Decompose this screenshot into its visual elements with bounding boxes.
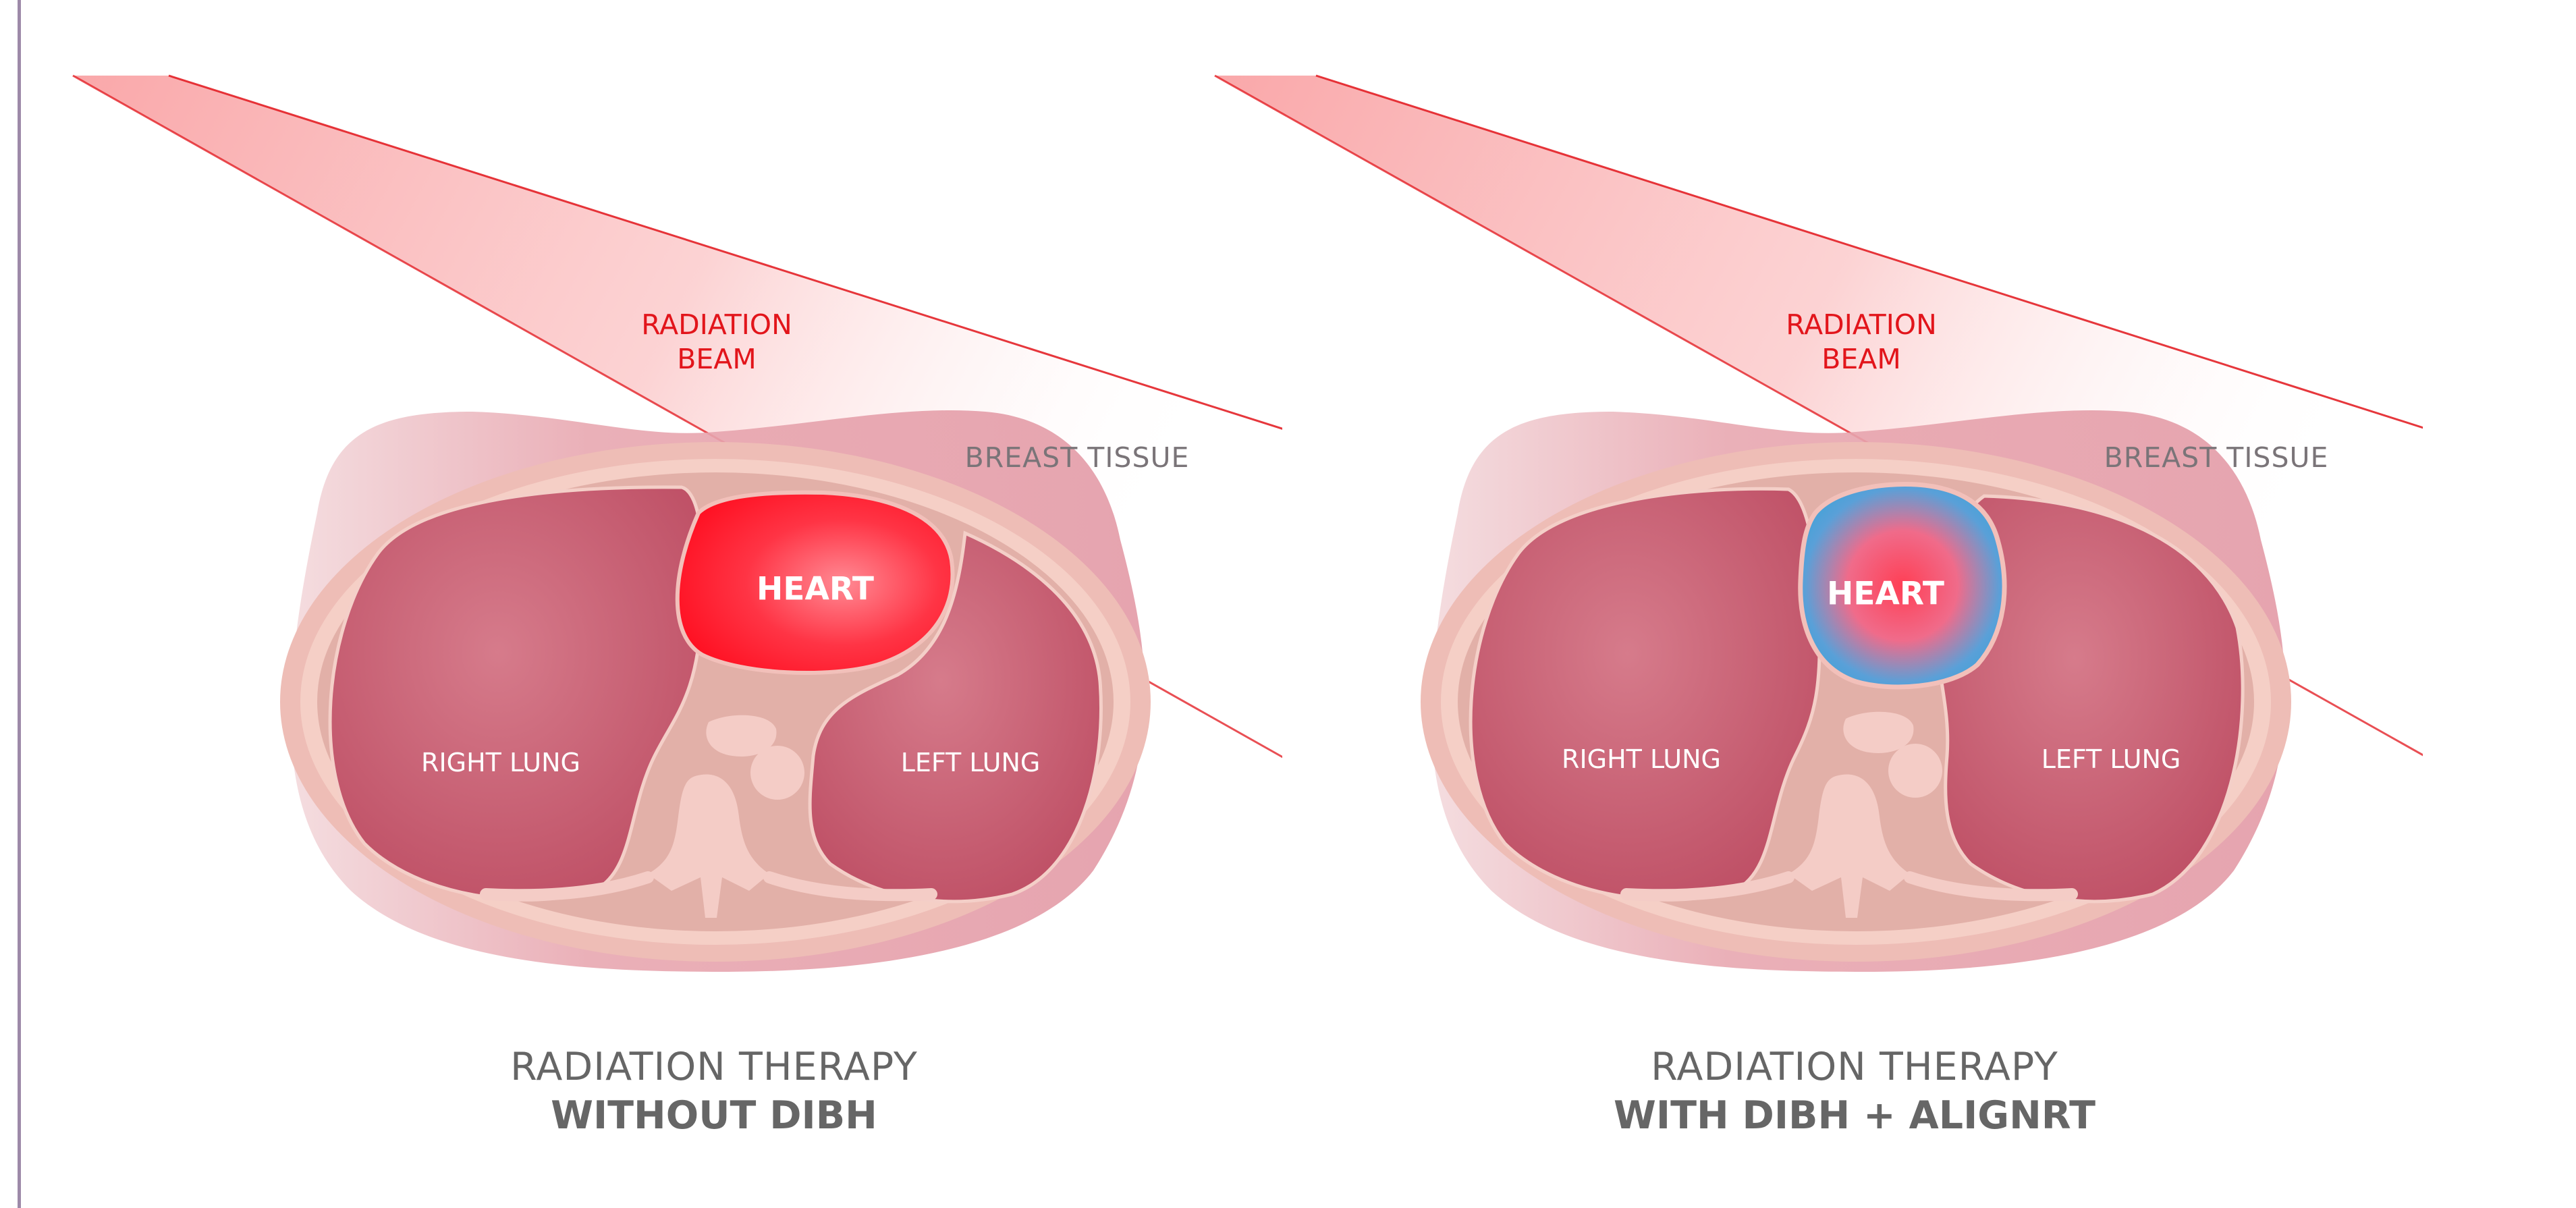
caption-without-dibh: RADIATION THERAPY WITHOUT DIBH: [510, 1045, 918, 1138]
breast-tissue-label: BREAST TISSUE: [2104, 441, 2329, 474]
heart-label: HEART: [757, 571, 874, 608]
esophagus: [1888, 744, 1942, 798]
right-lung-label: RIGHT LUNG: [1562, 744, 1721, 774]
caption-line2: WITHOUT DIBH: [510, 1093, 918, 1138]
caption-with-dibh-alignrt: RADIATION THERAPY WITH DIBH + ALIGNRT: [1614, 1045, 2095, 1138]
caption-line2: WITH DIBH + ALIGNRT: [1614, 1093, 2095, 1138]
beam-label-line2: BEAM: [641, 342, 792, 377]
beam-label-line1: RADIATION: [1786, 308, 1936, 342]
right-lung-label: RIGHT LUNG: [421, 748, 580, 777]
caption-line1: RADIATION THERAPY: [510, 1045, 918, 1089]
chest-cross-section-diagram: [1141, 0, 2423, 1208]
radiation-beam-label: RADIATION BEAM: [1786, 308, 1936, 377]
beam-label-line2: BEAM: [1786, 342, 1936, 377]
heart-label: HEART: [1827, 576, 1944, 613]
chest-cross-section-diagram: [0, 0, 1282, 1208]
left-lung-label: LEFT LUNG: [2041, 744, 2181, 774]
radiation-beam-label: RADIATION BEAM: [641, 308, 792, 377]
esophagus: [750, 746, 804, 800]
panel-with-dibh-alignrt: RADIATION BEAM BREAST TISSUE HEART RIGHT…: [1141, 0, 2423, 1208]
beam-label-line1: RADIATION: [641, 308, 792, 342]
right-lung: [1471, 489, 1819, 900]
left-lung-label: LEFT LUNG: [901, 748, 1041, 777]
caption-line1: RADIATION THERAPY: [1614, 1045, 2095, 1089]
panel-without-dibh: RADIATION BEAM BREAST TISSUE HEART RIGHT…: [0, 0, 1282, 1208]
